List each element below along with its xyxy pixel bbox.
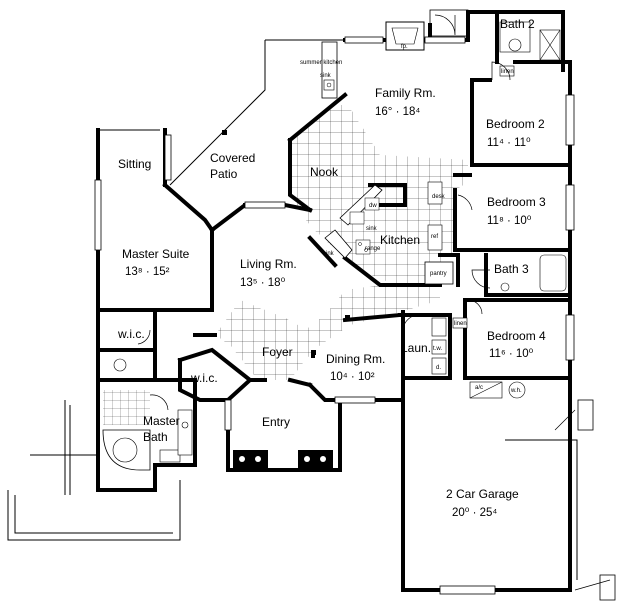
ac-label: a/c <box>475 385 483 391</box>
garage-utilities: a/c w.h. <box>469 381 526 399</box>
garage-label: 2 Car Garage <box>446 487 519 501</box>
bedroom4-label: Bedroom 4 <box>487 329 546 343</box>
laundry-label: Laun. <box>401 341 431 355</box>
entry-columns <box>233 450 333 468</box>
range-label: range <box>365 246 381 252</box>
kitchen-label: Kitchen <box>380 233 420 247</box>
bedroom2-dim: 11⁴ · 11⁰ <box>487 137 531 149</box>
bedroom3-label: Bedroom 3 <box>487 195 546 209</box>
bedroom2-label: Bedroom 2 <box>486 117 545 131</box>
summer-kitchen-label: summer kitchen <box>300 60 342 66</box>
ref-label: ref <box>431 234 438 240</box>
family-room-dim: 16° · 18⁴ <box>375 106 420 118</box>
doors <box>137 9 616 601</box>
master-suite-label: Master Suite <box>122 247 190 261</box>
column <box>345 315 350 320</box>
patio-outline <box>7 39 578 580</box>
wh-label: w.h. <box>510 388 522 394</box>
linen-label-2: linen <box>454 321 467 327</box>
living-room-dim: 13⁵ · 18⁰ <box>240 277 286 289</box>
column <box>311 350 316 355</box>
tw-label: t.w. <box>433 346 442 352</box>
summer-sink-label: sink <box>320 73 332 79</box>
master-suite-dim: 13⁸ · 15² <box>125 266 170 278</box>
patio-label-1: Covered <box>210 151 255 165</box>
bath3-label: Bath 3 <box>494 262 529 276</box>
summer-kitchen: summer kitchen sink <box>300 41 342 99</box>
walls <box>96 10 572 592</box>
desk-label: desk <box>432 194 446 200</box>
fireplace: fp. <box>385 21 425 51</box>
entry-label: Entry <box>262 415 290 429</box>
master-bath-label-2: Bath <box>143 430 168 444</box>
living-room-label: Living Rm. <box>240 257 297 271</box>
bath2-label: Bath 2 <box>500 17 535 31</box>
dining-dim: 10⁴ · 10² <box>330 371 375 383</box>
linen-label-1: linen <box>501 69 514 75</box>
fireplace-label: fp. <box>401 44 408 50</box>
dw-label: dw <box>369 203 377 209</box>
family-room-label: Family Rm. <box>375 86 436 100</box>
laundry-fixtures: t.w. d. <box>431 317 447 375</box>
bath2-fixtures: linen <box>499 21 561 77</box>
foyer-label: Foyer <box>262 345 293 359</box>
bedroom4-dim: 11⁶ · 10⁰ <box>489 348 534 360</box>
dining-label: Dining Rm. <box>326 352 385 366</box>
garage-dim: 20⁰ · 25⁴ <box>452 507 497 519</box>
patio-label-2: Patio <box>210 167 238 181</box>
kitchen-sink-label: sink <box>366 226 378 232</box>
nook-label: Nook <box>310 165 339 179</box>
pantry-label: pantry <box>430 271 447 277</box>
sitting-label: Sitting <box>118 157 151 171</box>
wic1-label: w.i.c. <box>117 327 145 341</box>
bath3-fixtures: linen <box>452 254 567 329</box>
kitchen-counters: dw sink range sink ref desk pantry <box>323 181 454 285</box>
nook-sink-label: sink <box>323 251 335 257</box>
column <box>222 130 227 135</box>
windows <box>94 36 575 595</box>
master-bath-fixtures <box>102 358 193 471</box>
d-label: d. <box>436 365 441 371</box>
bedroom3-dim: 11⁸ · 10⁰ <box>487 215 532 227</box>
master-bath-label-1: Master <box>143 414 180 428</box>
room-labels: Family Rm. 16° · 18⁴ Bedroom 2 11⁴ · 11⁰… <box>117 17 546 519</box>
wic2-label: w.i.c. <box>190 371 218 385</box>
